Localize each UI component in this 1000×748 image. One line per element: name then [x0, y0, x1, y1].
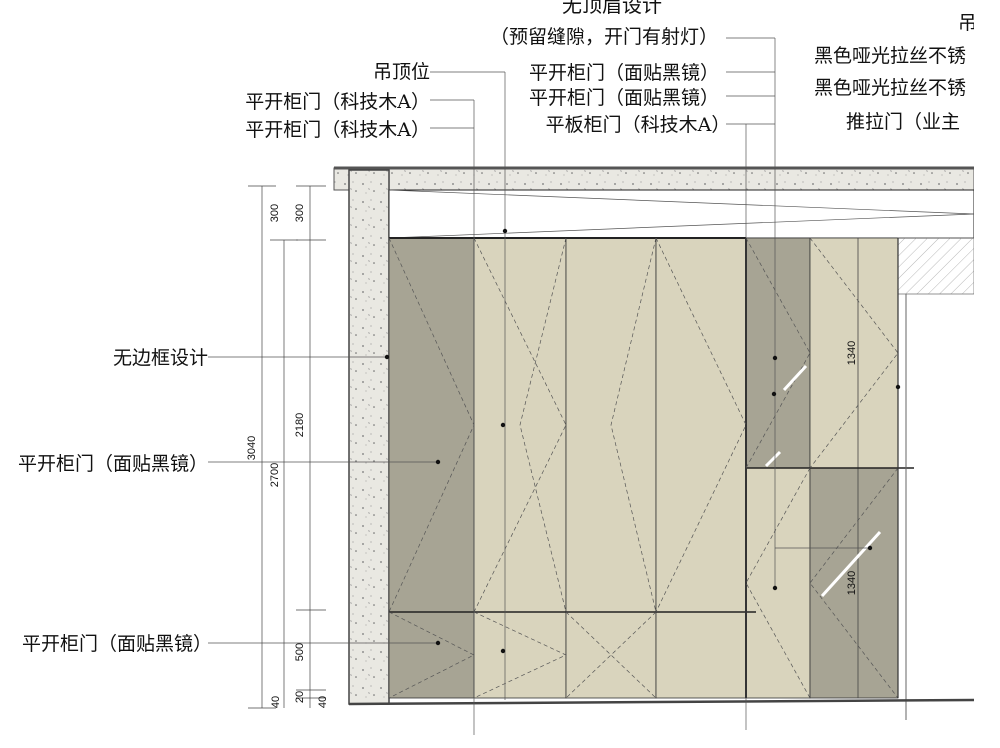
ceiling-void: [388, 189, 975, 239]
floor-line: [348, 698, 975, 706]
label-right-2: 黑色哑光拉丝不锈: [814, 45, 966, 67]
panel-mirror-right-lower: [809, 467, 899, 699]
panel-wood-3: [655, 237, 747, 613]
label-mirror-door-left-1: 平开柜门（面贴黑镜）: [18, 453, 208, 475]
leader-dots: [384, 228, 901, 654]
dim-bottom-b: 20: [294, 691, 306, 703]
panel-mirror-bottom-left: [388, 611, 475, 699]
label-wood-door-1: 平开柜门（科技木A）: [245, 91, 430, 113]
label-right-1: 吊: [958, 12, 977, 34]
panel-wood-bottom-2: [565, 611, 657, 699]
label-mirror-door-top-1: 平开柜门（面贴黑镜）: [529, 62, 719, 84]
dim-bottom-a: 40: [270, 696, 282, 708]
label-reserved-gap: （预留缝隙，开门有射灯）: [490, 26, 718, 48]
dim-top-gap-inner: 300: [294, 204, 306, 222]
dimension-text: 300 300 3040 2700 2180 500 40 20 40 1340…: [246, 204, 858, 708]
label-wood-door-2: 平开柜门（科技木A）: [245, 119, 430, 141]
dim-overall-height: 3040: [246, 436, 258, 460]
ceiling-slab: [333, 166, 975, 191]
label-right-4: 推拉门（业主: [846, 111, 960, 133]
panel-wood-mid-lower: [745, 467, 811, 699]
label-ceiling-position: 吊顶位: [373, 61, 430, 83]
panel-mirror-left: [388, 237, 475, 613]
label-no-top-trim: 无顶眉设计: [562, 0, 662, 17]
cabinet-panels: [388, 237, 914, 699]
label-right-3: 黑色哑光拉丝不锈: [814, 77, 966, 99]
panel-wood-upper-right: [809, 237, 899, 469]
dim-lower-section: 500: [294, 643, 306, 661]
dim-upper-section: 2180: [294, 413, 306, 437]
dim-right-lower: 1340: [846, 571, 858, 595]
dim-top-gap: 300: [269, 204, 281, 222]
label-mirror-door-top-2: 平开柜门（面贴黑镜）: [529, 87, 719, 109]
dim-cabinet-height: 2700: [269, 463, 281, 487]
dim-right-upper: 1340: [846, 341, 858, 365]
panel-mirror-mid-upper: [745, 237, 811, 469]
label-mirror-door-left-2: 平开柜门（面贴黑镜）: [22, 633, 212, 655]
right-crop: [974, 0, 1000, 748]
left-wall: [348, 169, 390, 705]
mirror-highlights: [764, 364, 882, 598]
label-frameless: 无边框设计: [113, 347, 208, 369]
label-flat-door-wood: 平板柜门（科技木A）: [546, 114, 731, 136]
panel-wood-bottom-1: [473, 611, 567, 699]
right-side-wall: [897, 237, 975, 720]
leader-lines: [208, 37, 870, 735]
dim-bottom-c: 40: [317, 696, 329, 708]
annotation-labels: 无顶眉设计 （预留缝隙，开门有射灯） 平开柜门（面贴黑镜） 平开柜门（面贴黑镜）…: [18, 0, 977, 655]
dimension-lines: [248, 185, 326, 709]
panel-wood-bottom-3: [655, 611, 747, 699]
